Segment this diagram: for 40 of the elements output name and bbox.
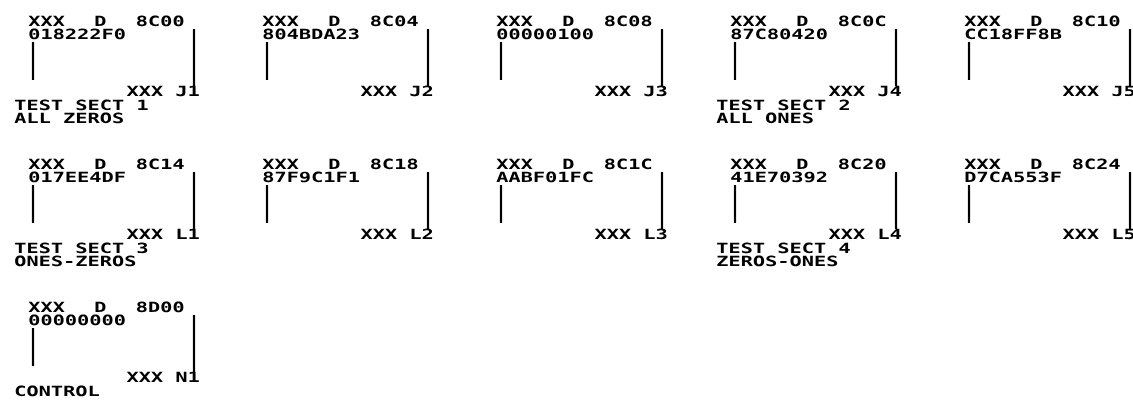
register-label: XXX D 8C14: [28, 158, 184, 170]
hex-value: CC18FF8B: [965, 28, 1062, 40]
note-text: TEST SECT 2: [717, 99, 849, 111]
pin-label: XXX L4: [828, 228, 901, 239]
pin-label: XXX N1: [126, 371, 199, 382]
register-label: XXX D 8C08: [496, 15, 652, 27]
hex-value: 804BDA23: [263, 28, 359, 40]
hex-value: 41E70392: [731, 171, 827, 183]
hex-value: 017EE4DF: [29, 171, 125, 183]
note-text: ONES-ZEROS: [15, 255, 136, 267]
pin-label: XXX L1: [126, 228, 199, 239]
note-text: TEST SECT 4: [717, 242, 850, 254]
note-text: ALL ZEROS: [14, 112, 123, 124]
register-label: XXX D 8C24: [964, 158, 1120, 170]
hex-value: 00000000: [29, 314, 125, 326]
register-label: XXX D 8C20: [730, 158, 886, 170]
pin-label: XXX J4: [828, 85, 901, 97]
pin-label: XXX L2: [360, 228, 433, 239]
pin-label: XXX L3: [594, 228, 667, 240]
register-label: XXX D 8C00: [28, 15, 184, 27]
register-label: XXX D 8D00: [28, 301, 184, 313]
hex-value: D7CA553F: [965, 171, 1061, 183]
hex-value: 87F9C1F1: [263, 171, 359, 183]
note-text: ALL ONES: [716, 112, 813, 124]
note-text: TEST SECT 1: [15, 99, 148, 111]
hex-value: 87C80420: [731, 28, 827, 40]
register-label: XXX D 8C1C: [496, 158, 652, 170]
register-label: XXX D 8C10: [964, 15, 1120, 27]
hex-value: AABF01FC: [496, 171, 593, 183]
register-label: XXX D 8C18: [262, 158, 418, 170]
note-text: TEST SECT 3: [15, 242, 148, 254]
hex-value: 018222F0: [29, 28, 125, 40]
register-label: XXX D 8C04: [262, 15, 418, 27]
note-text: CONTROL: [15, 385, 99, 397]
pin-label: XXX J2: [360, 85, 433, 97]
pin-label: XXX J1: [126, 85, 199, 97]
hex-value: 00000100: [497, 28, 593, 40]
register-label: XXX D 8C0C: [730, 15, 886, 27]
pin-label: XXX J3: [594, 85, 667, 97]
note-text: ZEROS-ONES: [717, 255, 838, 267]
